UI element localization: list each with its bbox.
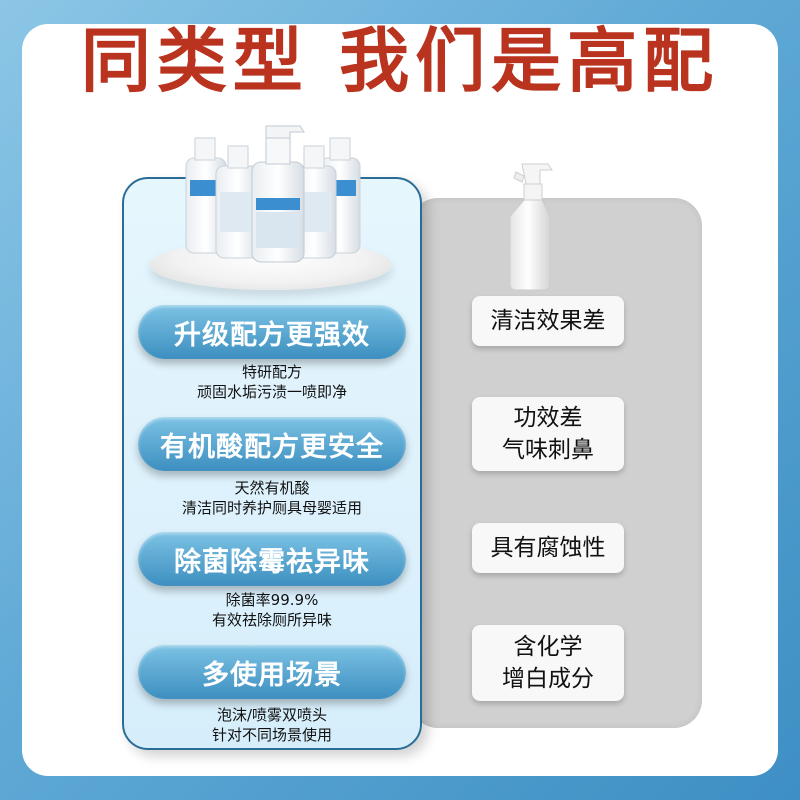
feature-3-title: 除菌除霉祛异味 bbox=[138, 532, 406, 586]
competitor-point-2: 功效差 气味刺鼻 bbox=[472, 397, 624, 471]
feature-1-line-2: 顽固水垢污渍一喷即净 bbox=[196, 383, 347, 401]
feature-4-title: 多使用场景 bbox=[138, 645, 406, 699]
feature-2-line-1: 天然有机酸 bbox=[234, 479, 310, 497]
feature-1-line-1: 特研配方 bbox=[241, 363, 302, 381]
headline: 同类型 我们是高配 bbox=[80, 20, 720, 102]
feature-1-title: 升级配方更强效 bbox=[138, 305, 406, 359]
feature-3-desc: 除菌率99.9% 有效祛除厕所异味 bbox=[122, 590, 422, 630]
competitor-point-4: 含化学 增白成分 bbox=[472, 625, 624, 701]
bottle-mid-left bbox=[215, 145, 261, 259]
product-bottles-image bbox=[185, 125, 361, 263]
competitor-point-3-line-1: 具有腐蚀性 bbox=[490, 535, 606, 561]
competitor-point-4-line-2: 增白成分 bbox=[502, 666, 594, 692]
competitor-point-2-line-1: 功效差 bbox=[513, 405, 583, 431]
competitor-point-2-line-2: 气味刺鼻 bbox=[502, 437, 594, 463]
competitor-point-1-line-1: 清洁效果差 bbox=[490, 308, 606, 334]
feature-4-line-1: 泡沫/喷雾双喷头 bbox=[216, 706, 328, 724]
feature-4-line-2: 针对不同场景使用 bbox=[211, 726, 332, 744]
competitor-point-4-line-1: 含化学 bbox=[513, 634, 583, 660]
feature-2-line-2: 清洁同时养护厕具母婴适用 bbox=[181, 499, 362, 517]
feature-3-line-1: 除菌率99.9% bbox=[225, 591, 319, 609]
feature-4-desc: 泡沫/喷雾双喷头 针对不同场景使用 bbox=[122, 705, 422, 745]
competitor-point-1: 清洁效果差 bbox=[472, 296, 624, 346]
competitor-point-3: 具有腐蚀性 bbox=[472, 523, 624, 573]
feature-3-line-2: 有效祛除厕所异味 bbox=[211, 611, 332, 629]
competitor-bottle-image bbox=[509, 163, 553, 291]
feature-2-title: 有机酸配方更安全 bbox=[138, 417, 406, 471]
feature-1-desc: 特研配方 顽固水垢污渍一喷即净 bbox=[122, 362, 422, 402]
feature-2-desc: 天然有机酸 清洁同时养护厕具母婴适用 bbox=[122, 478, 422, 518]
bottle-front bbox=[251, 125, 305, 263]
